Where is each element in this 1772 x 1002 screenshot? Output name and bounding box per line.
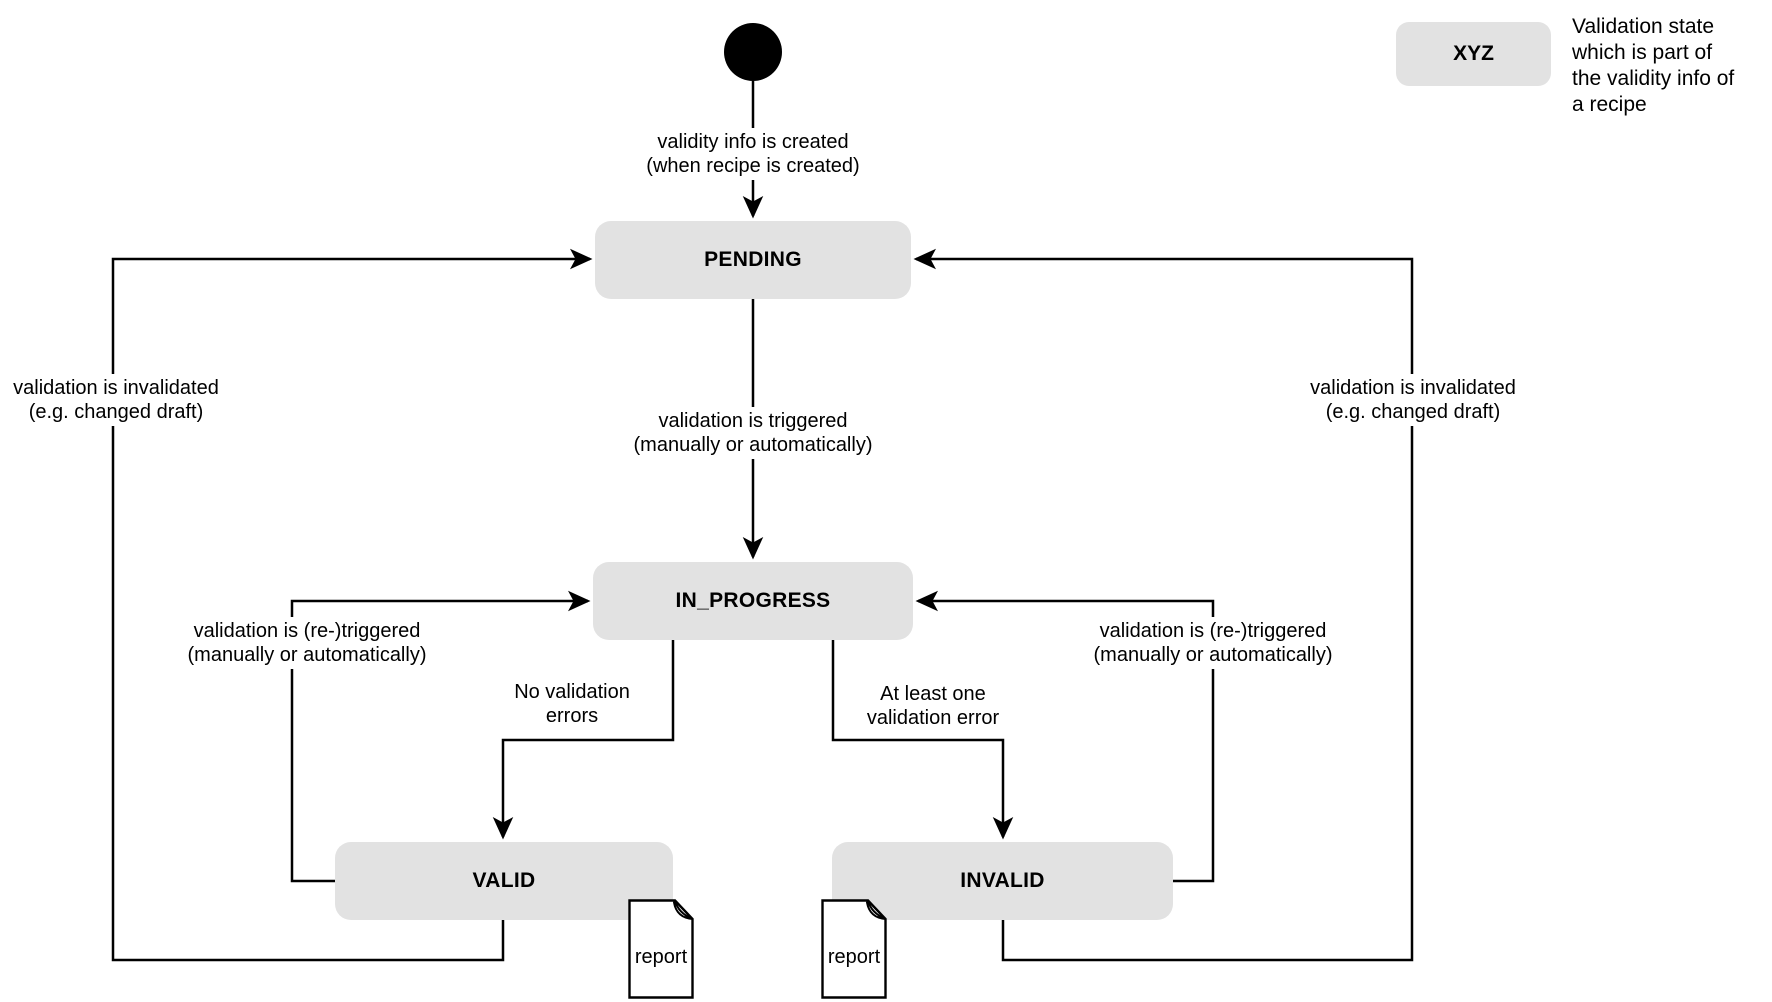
transition-label-no-validation-errors: No validation errors <box>508 678 636 730</box>
label-line: (manually or automatically) <box>633 434 873 456</box>
transition-line-valid-to-pending <box>111 248 593 962</box>
state-invalid: INVALID <box>832 842 1173 920</box>
state-in-progress: IN_PROGRESS <box>593 562 913 640</box>
label-line: (when recipe is created) <box>646 155 860 177</box>
transition-line-valid-to-inprogress <box>290 590 591 883</box>
state-valid: VALID <box>335 842 673 920</box>
state-invalid-label: INVALID <box>960 869 1045 892</box>
state-pending: PENDING <box>595 221 911 299</box>
report-artifact-label: report <box>828 946 881 968</box>
label-line: validation is triggered <box>658 410 848 432</box>
document-shape <box>628 899 694 999</box>
state-valid-label: VALID <box>472 869 536 892</box>
label-line: errors <box>545 705 599 727</box>
initial-state-node <box>724 23 782 81</box>
transition-line-inprogress-to-valid <box>492 640 675 840</box>
legend-sample-label: XYZ <box>1453 42 1494 65</box>
report-artifact-icon: report <box>821 899 887 999</box>
label-line: (e.g. changed draft) <box>1325 401 1501 423</box>
transition-label-at-least-one-error: At least one validation error <box>860 680 1006 732</box>
label-line: validation error <box>866 707 1000 729</box>
document-fold-corner <box>866 899 887 920</box>
label-line: validation is (re-)triggered <box>1099 620 1327 642</box>
label-line: No validation <box>514 681 630 703</box>
label-line: (manually or automatically) <box>187 644 427 666</box>
label-line: At least one <box>880 683 986 705</box>
label-line: validation is invalidated <box>13 377 219 399</box>
legend-description-line: Validation state <box>1572 15 1715 38</box>
report-artifact-icon: report <box>628 899 694 999</box>
transition-label-validity-info-created: validity info is created (when recipe is… <box>640 128 866 180</box>
label-line: validation is (re-)triggered <box>193 620 421 642</box>
document-shape <box>821 899 887 999</box>
label-line: (manually or automatically) <box>1093 644 1333 666</box>
transition-label-invalidated-left: validation is invalidated (e.g. changed … <box>7 374 225 426</box>
legend-sample-state-box: XYZ <box>1396 22 1551 86</box>
label-line: validity info is created <box>657 131 849 153</box>
transition-label-invalidated-right: validation is invalidated (e.g. changed … <box>1304 374 1522 426</box>
label-line: validation is invalidated <box>1310 377 1516 399</box>
state-pending-label: PENDING <box>704 248 802 271</box>
transition-label-retriggered-left: validation is (re-)triggered (manually o… <box>181 617 433 669</box>
document-fold-corner <box>673 899 694 920</box>
state-in-progress-label: IN_PROGRESS <box>675 589 831 612</box>
legend-description-line: a recipe <box>1572 93 1647 116</box>
report-artifact-label: report <box>635 946 688 968</box>
transition-line-invalid-to-inprogress <box>915 590 1215 883</box>
transition-label-validation-triggered: validation is triggered (manually or aut… <box>627 407 879 459</box>
transition-line-inprogress-to-invalid <box>831 640 1014 840</box>
legend-description-line: which is part of <box>1572 41 1713 64</box>
transition-label-retriggered-right: validation is (re-)triggered (manually o… <box>1087 617 1339 669</box>
label-line: (e.g. changed draft) <box>28 401 204 423</box>
legend-description: Validation state which is part of the va… <box>1572 14 1772 118</box>
legend-description-line: the validity info of <box>1572 67 1735 90</box>
transition-line-invalid-to-pending <box>913 248 1414 962</box>
